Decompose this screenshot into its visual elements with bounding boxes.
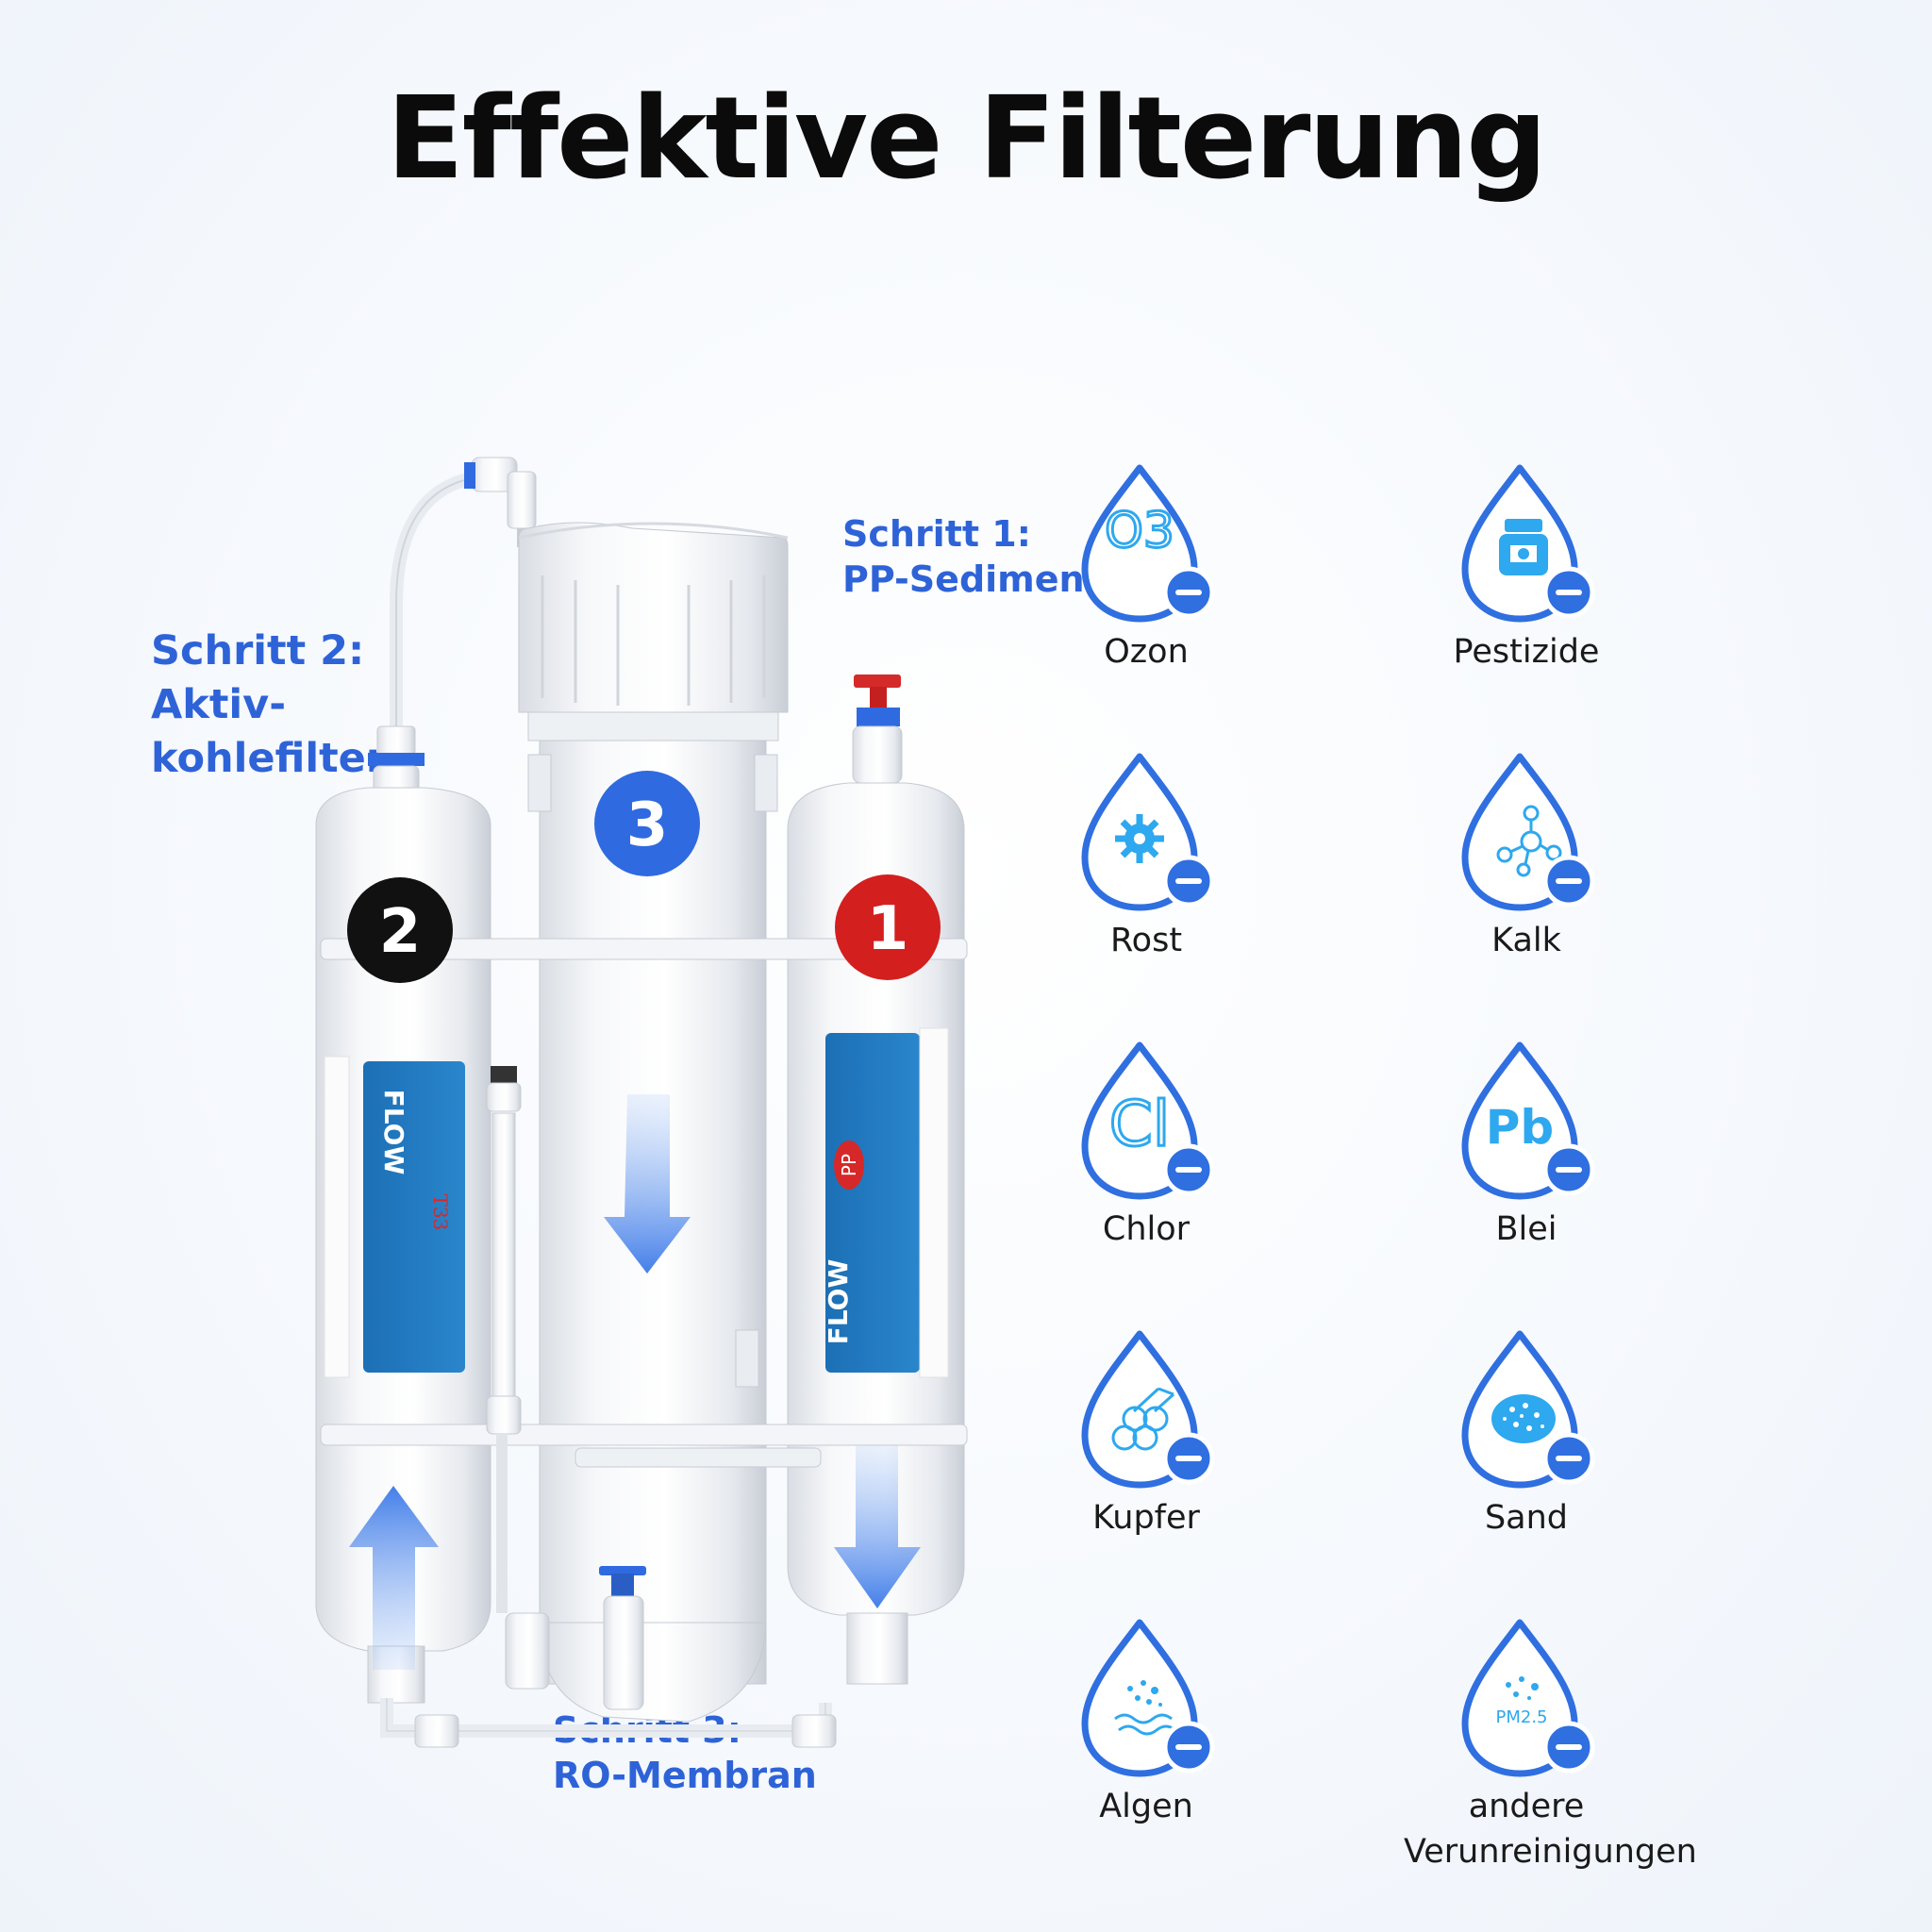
step2-label: Schritt 2: Aktiv- kohlefilter (151, 625, 386, 786)
contaminant-label: Pestizide (1453, 633, 1600, 671)
page-title: Effektive Filterung (386, 74, 1547, 205)
svg-text:1: 1 (867, 894, 909, 964)
badge-step-3: 3 (594, 771, 700, 876)
pm25-particles-icon: PM2.5 (1461, 1619, 1595, 1777)
bottom-fittings (380, 1566, 837, 1748)
contaminant-algae: Algen (1024, 1615, 1269, 1829)
ozone-icon: O3 (1081, 464, 1215, 623)
flow-arrow-down-right (834, 1443, 921, 1608)
svg-text:PM2.5: PM2.5 (1495, 1707, 1547, 1727)
contaminant-copper-pipes: Kupfer (1024, 1326, 1269, 1541)
chlorine-icon: Cl (1081, 1041, 1215, 1200)
rust-gear-icon (1081, 753, 1215, 911)
step2-line2: Aktiv- (151, 681, 287, 728)
pp-sediment-filter-cartridge: PP FLOW (787, 675, 965, 1685)
svg-text:2: 2 (379, 897, 422, 967)
flow-label-right: FLOW (823, 1259, 854, 1345)
contaminant-label: Sand (1484, 1499, 1569, 1537)
ro-membrane-housing (517, 522, 789, 1723)
contaminant-label-line2: Verunreinigungen (1404, 1833, 1697, 1871)
filter-system-illustration: T33 FLOW PP FLOW (315, 457, 968, 1748)
step2-line1: Schritt 2: (151, 627, 365, 675)
contaminant-label: Kupfer (1092, 1499, 1200, 1537)
t33-label-text: T33 (429, 1194, 452, 1231)
contaminant-label: Ozon (1104, 633, 1189, 671)
lead-icon: Pb (1461, 1041, 1595, 1200)
contaminant-pesticide-bottle: Pestizide (1404, 460, 1649, 675)
contaminant-label: Algen (1099, 1788, 1193, 1825)
step2-line3: kohlefilter (151, 735, 387, 782)
sand-icon (1461, 1330, 1595, 1489)
contaminant-label: andere (1468, 1788, 1585, 1825)
badge-step-2: 2 (347, 877, 453, 983)
pesticide-bottle-icon (1461, 464, 1595, 623)
flow-restrictor (486, 1066, 522, 1613)
mounting-bracket (320, 938, 968, 1468)
flow-arrow-down-middle (604, 1094, 691, 1274)
limescale-molecule-icon (1461, 753, 1595, 911)
copper-pipes-icon (1081, 1330, 1215, 1489)
flow-label-left: FLOW (378, 1090, 409, 1175)
contaminant-limescale-molecule: Kalk (1404, 749, 1649, 963)
svg-text:3: 3 (626, 791, 669, 860)
step3-line2: RO-Membran (553, 1755, 817, 1796)
carbon-filter-cartridge: T33 FLOW (315, 725, 491, 1704)
svg-text:Pb: Pb (1486, 1100, 1554, 1155)
pp-label-text: PP (838, 1154, 860, 1176)
algae-icon (1081, 1619, 1215, 1777)
contaminant-label: Chlor (1102, 1210, 1191, 1248)
connector-tube (390, 470, 487, 736)
svg-text:Cl: Cl (1109, 1088, 1170, 1160)
contaminant-rust-gear: Rost (1024, 749, 1269, 963)
flow-arrow-up-left (349, 1486, 439, 1670)
badge-step-1: 1 (835, 874, 941, 980)
step1-line1: Schritt 1: (842, 513, 1031, 555)
contaminant-label: Kalk (1491, 922, 1561, 959)
contaminant-label: Blei (1495, 1210, 1557, 1248)
svg-text:O3: O3 (1105, 503, 1174, 559)
contaminant-label: Rost (1109, 922, 1183, 959)
contaminant-sand: Sand (1404, 1326, 1649, 1541)
